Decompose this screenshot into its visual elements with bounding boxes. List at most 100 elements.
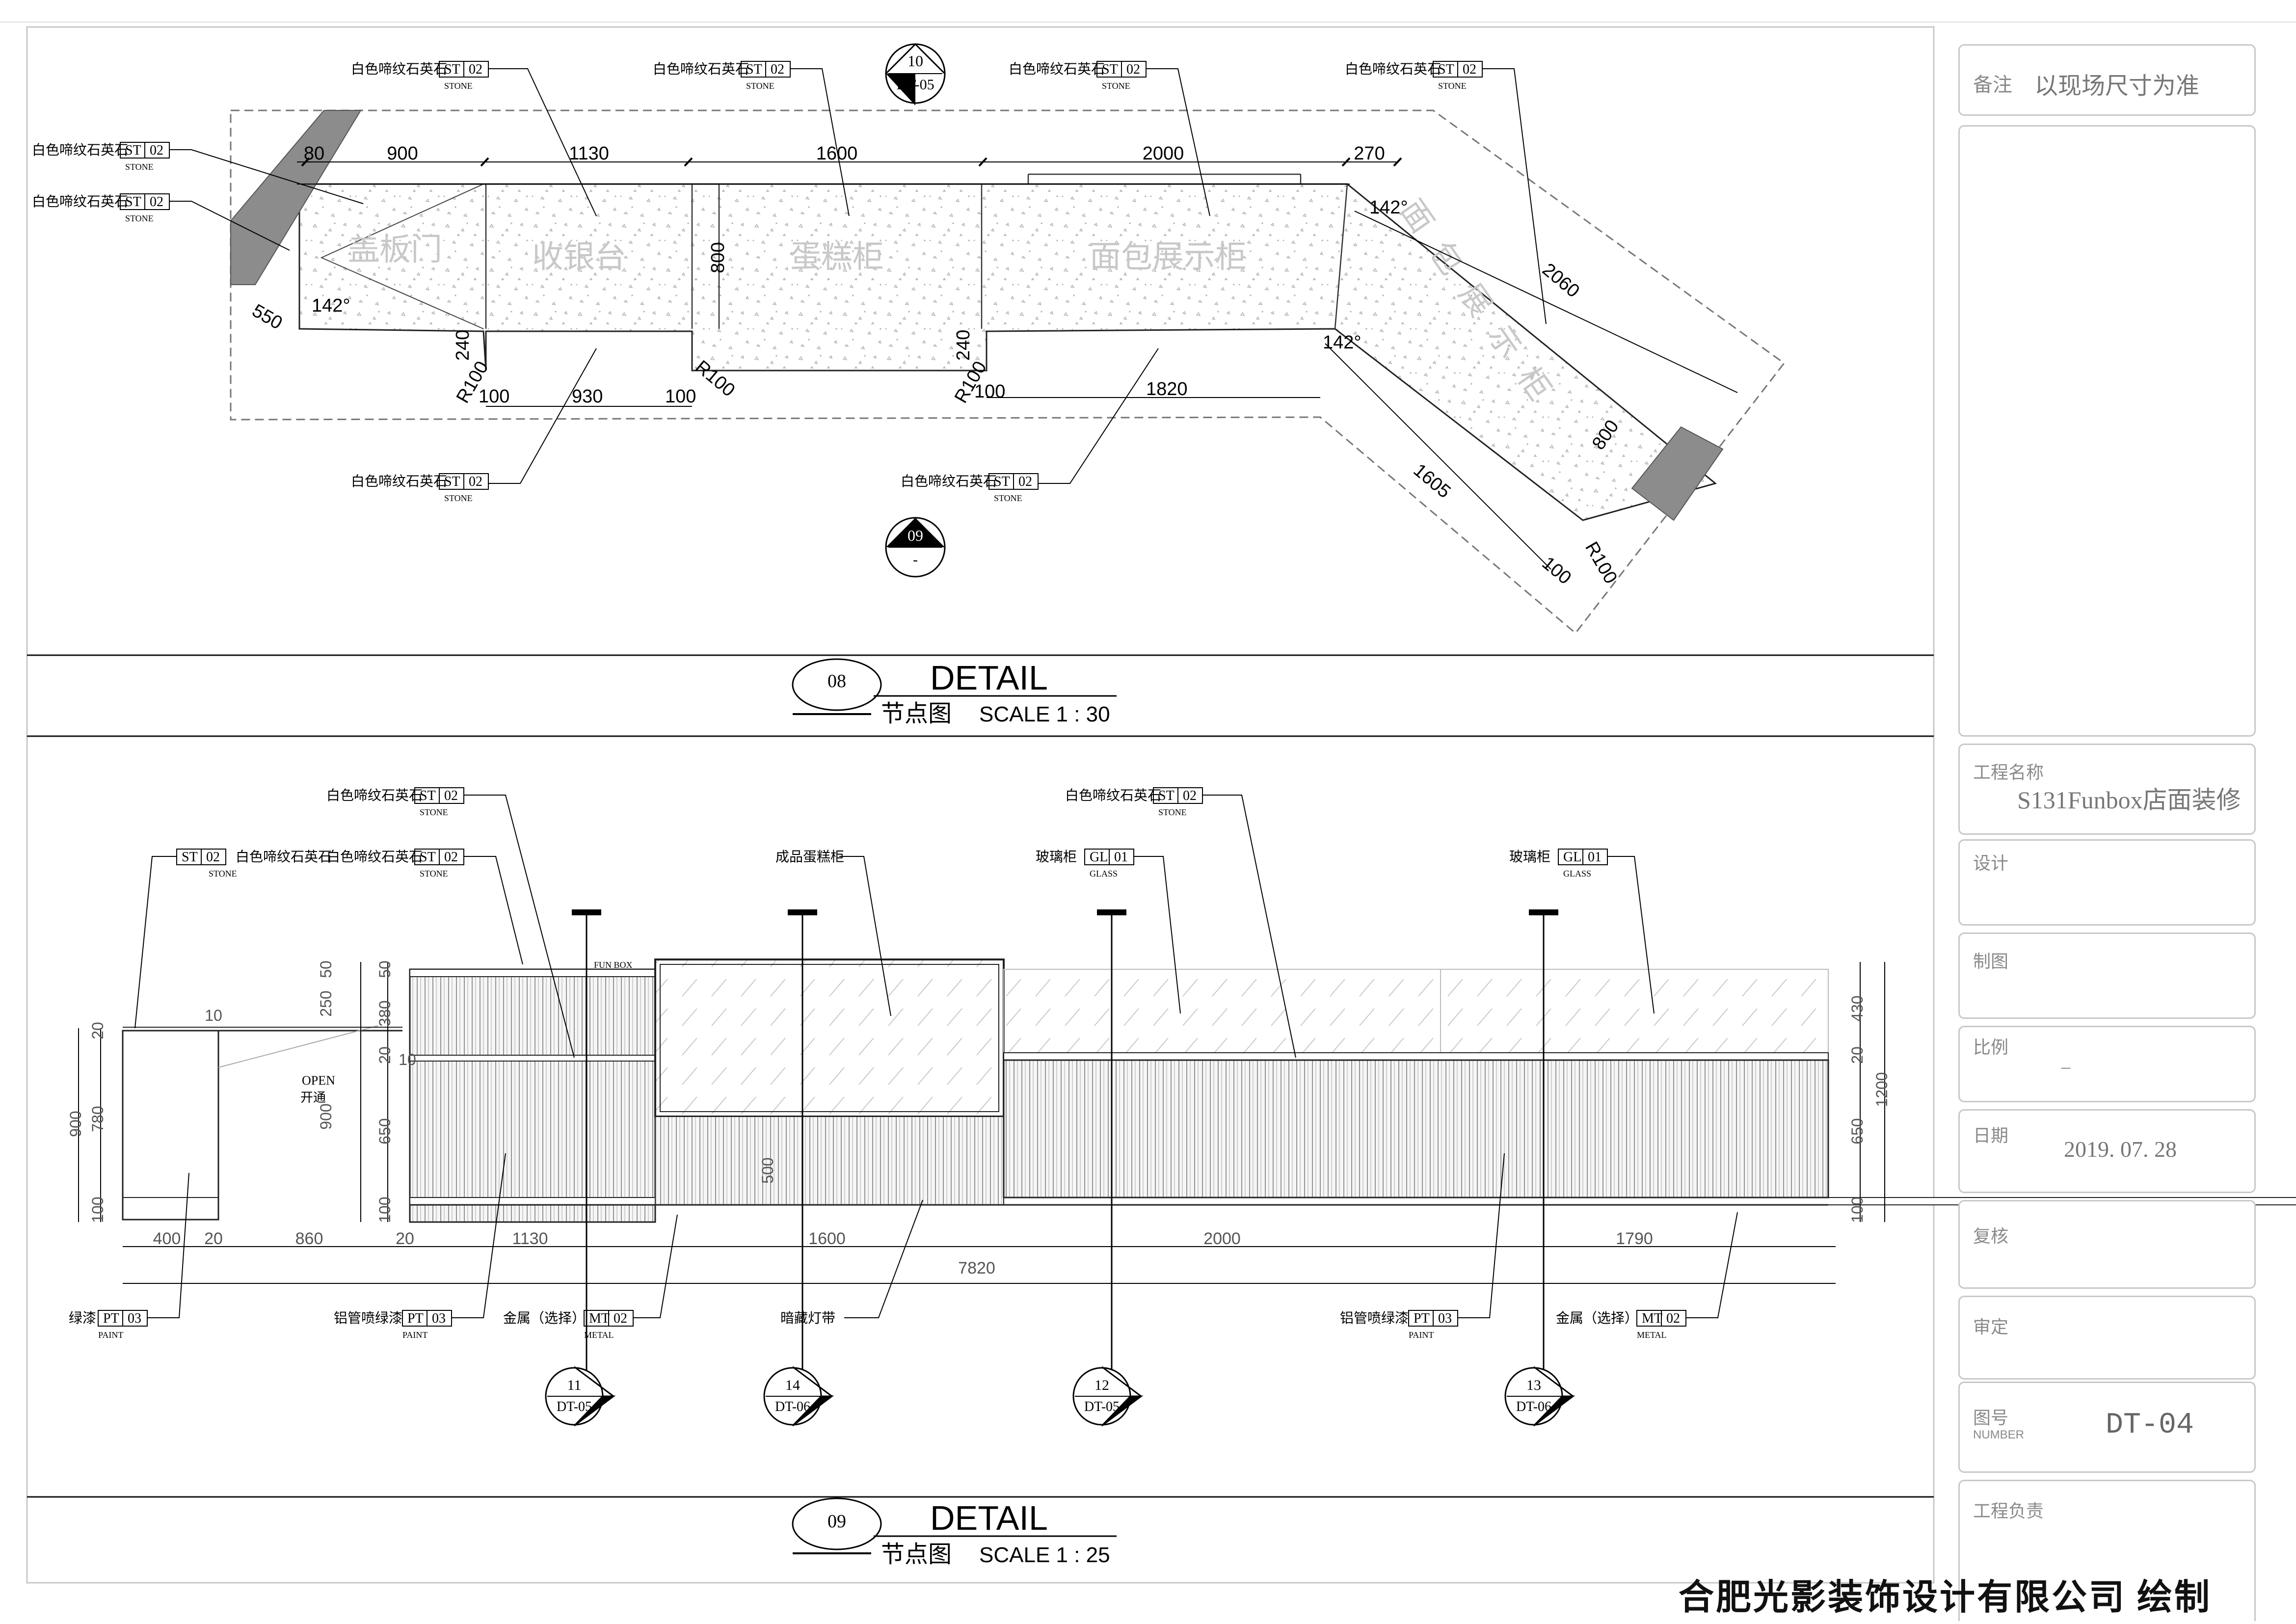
svg-text:02: 02 bbox=[771, 62, 784, 77]
svg-text:白色啼纹石英石: 白色啼纹石英石 bbox=[1345, 61, 1441, 77]
svg-text:节点图: 节点图 bbox=[881, 1542, 952, 1568]
svg-text:02: 02 bbox=[614, 1311, 627, 1326]
plan-outline-dashed bbox=[230, 109, 1786, 635]
tb-project-value: S131Funbox店面装修 bbox=[2017, 786, 2241, 814]
svg-text:430: 430 bbox=[1848, 995, 1866, 1021]
svg-text:白色啼纹石英石: 白色啼纹石英石 bbox=[351, 474, 447, 489]
svg-text:100: 100 bbox=[1848, 1197, 1866, 1223]
svg-text:DT-05: DT-05 bbox=[557, 1399, 592, 1414]
svg-text:1600: 1600 bbox=[808, 1229, 846, 1248]
svg-text:900: 900 bbox=[387, 143, 418, 164]
svg-text:500: 500 bbox=[759, 1157, 776, 1183]
svg-text:240: 240 bbox=[953, 330, 974, 361]
svg-text:白色啼纹石英石: 白色啼纹石英石 bbox=[351, 61, 447, 77]
tb-notes-area bbox=[1958, 125, 2256, 737]
svg-text:100: 100 bbox=[376, 1197, 394, 1223]
tb-design-label: 设计 bbox=[1973, 853, 2009, 873]
svg-text:白色啼纹石英石: 白色啼纹石英石 bbox=[32, 194, 128, 210]
svg-text:SCALE 1 : 25: SCALE 1 : 25 bbox=[979, 1543, 1110, 1567]
svg-text:14: 14 bbox=[785, 1377, 800, 1393]
svg-text:03: 03 bbox=[432, 1311, 446, 1326]
svg-text:玻璃柜: 玻璃柜 bbox=[1036, 849, 1077, 865]
svg-text:R100: R100 bbox=[1581, 538, 1621, 587]
svg-text:METAL: METAL bbox=[584, 1330, 614, 1340]
svg-text:02: 02 bbox=[1126, 62, 1140, 77]
svg-text:SCALE 1 : 30: SCALE 1 : 30 bbox=[979, 702, 1110, 726]
svg-text:OPEN: OPEN bbox=[302, 1073, 335, 1088]
svg-text:650: 650 bbox=[376, 1118, 394, 1144]
zone-label-cashier: 收银台 bbox=[532, 240, 626, 274]
svg-text:1790: 1790 bbox=[1616, 1229, 1653, 1248]
svg-text:142°: 142° bbox=[312, 295, 350, 316]
svg-text:1130: 1130 bbox=[512, 1229, 548, 1248]
svg-text:暗藏灯带: 暗藏灯带 bbox=[780, 1310, 835, 1326]
svg-text:01: 01 bbox=[1588, 850, 1602, 865]
tb-number bbox=[1958, 1382, 2256, 1473]
svg-text:50: 50 bbox=[376, 960, 394, 978]
svg-text:142°: 142° bbox=[1323, 332, 1362, 353]
svg-text:ST: ST bbox=[420, 788, 436, 803]
svg-text:02: 02 bbox=[150, 194, 163, 210]
svg-text:成品蛋糕柜: 成品蛋糕柜 bbox=[775, 849, 844, 865]
svg-text:10: 10 bbox=[205, 1007, 222, 1024]
zone-label-door: 盖板门 bbox=[348, 232, 442, 267]
tb-date-label: 日期 bbox=[1973, 1126, 2009, 1145]
svg-text:白色啼纹石英石: 白色啼纹石英石 bbox=[901, 474, 997, 489]
tb-review-label: 复核 bbox=[1973, 1226, 2009, 1246]
svg-text:2000: 2000 bbox=[1143, 143, 1184, 164]
svg-text:STONE: STONE bbox=[125, 213, 154, 223]
tb-remark bbox=[1958, 44, 2256, 116]
tb-date bbox=[1958, 1109, 2256, 1193]
svg-text:DT-05: DT-05 bbox=[896, 77, 934, 93]
svg-text:02: 02 bbox=[1183, 788, 1197, 803]
tb-review bbox=[1958, 1200, 2256, 1289]
svg-text:ST: ST bbox=[1438, 62, 1454, 77]
svg-text:ST: ST bbox=[444, 474, 460, 489]
plan-top-dims: 80 900 1130 1600 2000 270 bbox=[304, 143, 1385, 164]
elevation-view: OPEN 开通 FUN BOX 400 bbox=[67, 787, 2296, 1427]
svg-text:03: 03 bbox=[1438, 1311, 1452, 1326]
svg-text:860: 860 bbox=[295, 1229, 323, 1248]
tb-number-value: DT-04 bbox=[2106, 1409, 2194, 1442]
svg-text:12: 12 bbox=[1095, 1377, 1109, 1393]
svg-text:ST: ST bbox=[1102, 62, 1118, 77]
svg-text:240: 240 bbox=[453, 330, 473, 361]
svg-text:MT: MT bbox=[589, 1311, 610, 1326]
zone-label-cake: 蛋糕柜 bbox=[790, 240, 884, 274]
svg-text:1200: 1200 bbox=[1873, 1072, 1891, 1107]
svg-text:PT: PT bbox=[407, 1311, 424, 1326]
svg-text:DT-06: DT-06 bbox=[775, 1399, 810, 1414]
svg-text:100: 100 bbox=[974, 381, 1005, 402]
svg-text:2000: 2000 bbox=[1203, 1229, 1241, 1248]
svg-text:STONE: STONE bbox=[444, 493, 473, 503]
svg-text:DETAIL: DETAIL bbox=[930, 659, 1048, 697]
svg-text:08: 08 bbox=[828, 671, 846, 692]
plan-view: 盖板门 收银台 蛋糕柜 面包展示柜 面包展示柜 80 900 1130 1600… bbox=[32, 43, 1786, 635]
svg-text:250: 250 bbox=[317, 990, 335, 1016]
detail-title-09: 09 DETAIL 节点图 SCALE 1 : 25 bbox=[792, 1497, 1117, 1568]
tb-number-label: 图号 bbox=[1973, 1408, 2009, 1428]
svg-text:ST: ST bbox=[746, 62, 762, 77]
svg-text:650: 650 bbox=[1848, 1118, 1866, 1144]
svg-text:20: 20 bbox=[376, 1046, 394, 1064]
svg-text:DT-06: DT-06 bbox=[1516, 1399, 1551, 1414]
svg-text:PAINT: PAINT bbox=[1409, 1330, 1434, 1340]
svg-text:01: 01 bbox=[1114, 850, 1128, 865]
svg-text:09: 09 bbox=[828, 1511, 846, 1532]
svg-text:7820: 7820 bbox=[958, 1259, 995, 1278]
svg-text:13: 13 bbox=[1526, 1377, 1541, 1393]
svg-text:400: 400 bbox=[153, 1229, 181, 1248]
tb-scale-label: 比例 bbox=[1973, 1038, 2009, 1057]
tb-draw bbox=[1958, 932, 2256, 1019]
svg-text:MT: MT bbox=[1642, 1311, 1662, 1326]
svg-text:100: 100 bbox=[1538, 553, 1575, 588]
svg-text:270: 270 bbox=[1354, 143, 1385, 164]
svg-text:02: 02 bbox=[444, 850, 458, 865]
svg-text:930: 930 bbox=[572, 386, 603, 407]
